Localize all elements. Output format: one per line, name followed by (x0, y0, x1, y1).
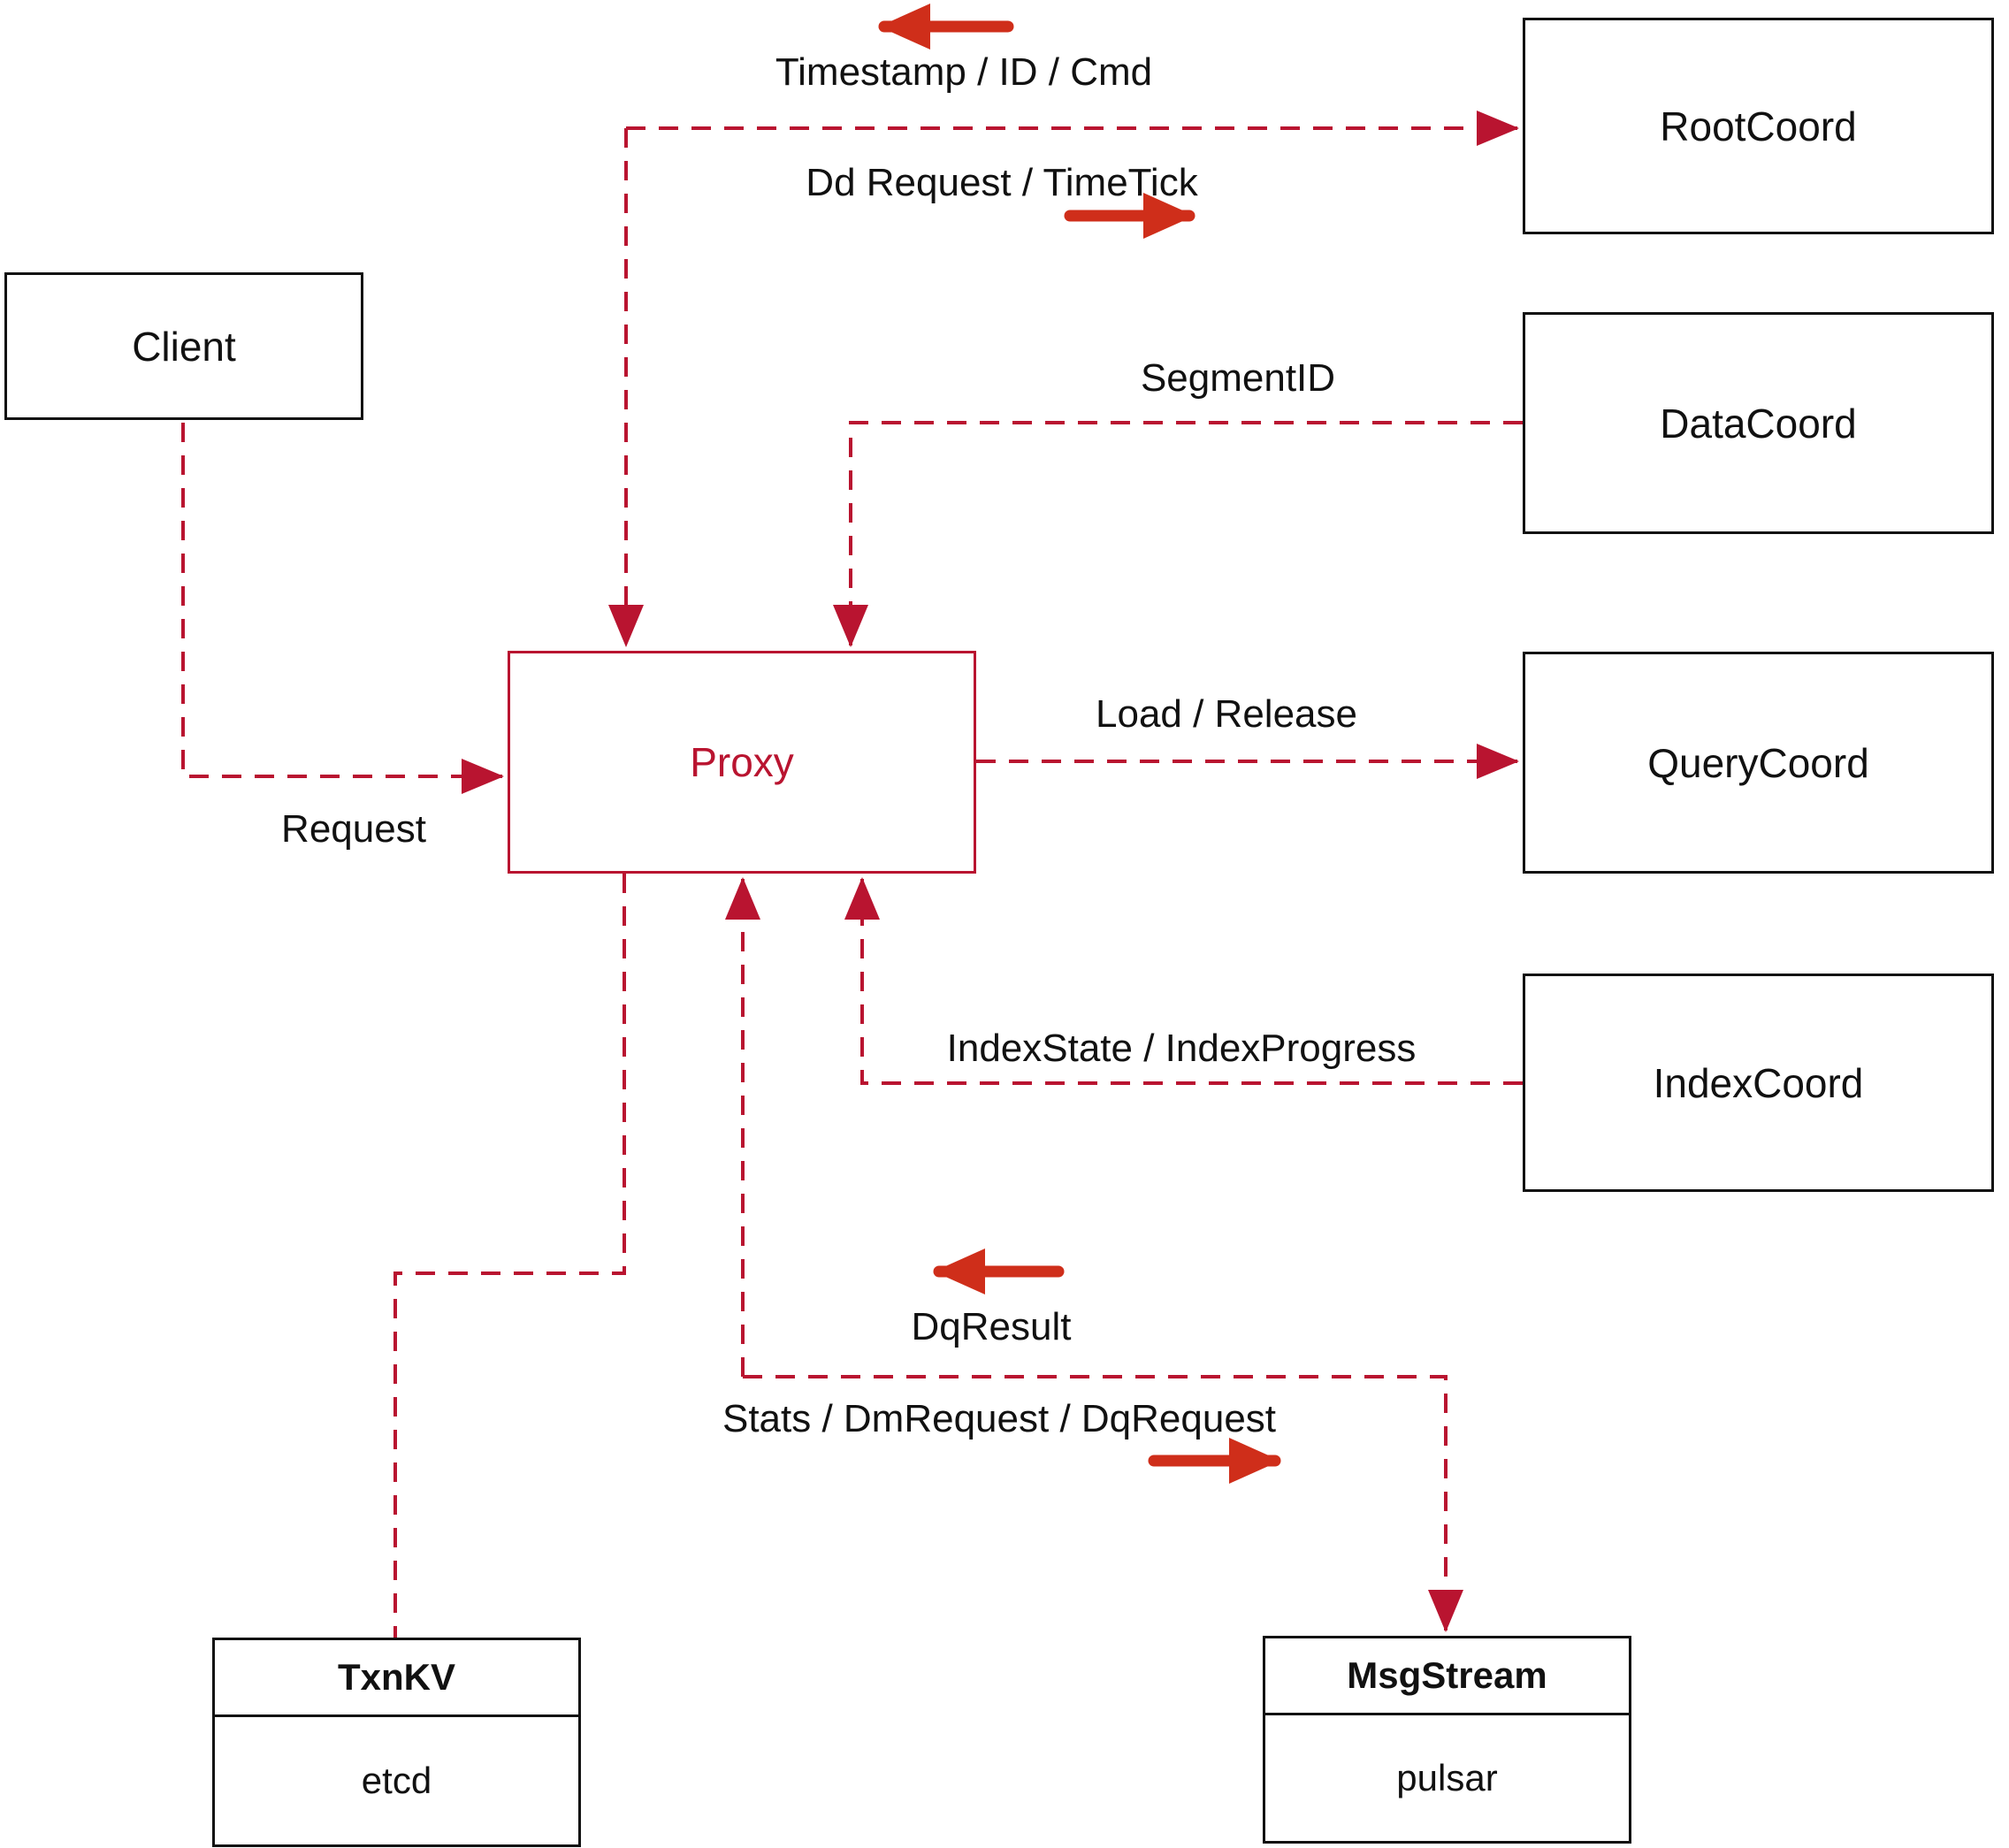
node-client-label: Client (132, 323, 236, 370)
node-indexcoord-label: IndexCoord (1653, 1059, 1864, 1106)
node-msgstream-subtitle: pulsar (1396, 1757, 1498, 1798)
node-indexcoord: IndexCoord (1523, 974, 1994, 1192)
label-load-release: Load / Release (1096, 692, 1357, 736)
node-rootcoord: RootCoord (1523, 18, 1994, 234)
node-txnkv-subtitle: etcd (361, 1760, 432, 1801)
node-msgstream: MsgStream pulsar (1263, 1636, 1631, 1844)
node-querycoord: QueryCoord (1523, 652, 1994, 874)
node-txnkv-title: TxnKV (215, 1640, 578, 1717)
node-txnkv: TxnKV etcd (212, 1638, 581, 1847)
label-request: Request (281, 807, 426, 851)
edge-client-proxy (181, 423, 504, 794)
node-msgstream-title: MsgStream (1265, 1638, 1629, 1715)
node-proxy: Proxy (508, 651, 976, 874)
node-client: Client (4, 272, 363, 420)
label-timestamp-id-cmd: Timestamp / ID / Cmd (775, 50, 1153, 94)
label-dqresult: DqResult (911, 1305, 1072, 1348)
label-stats-dmrequest-dqrequest: Stats / DmRequest / DqRequest (722, 1397, 1277, 1440)
node-datacoord: DataCoord (1523, 312, 1994, 534)
label-segmentid: SegmentID (1140, 356, 1336, 400)
label-indexstate-indexprogress: IndexState / IndexProgress (946, 1027, 1417, 1070)
edge-indexcoord-proxy (844, 877, 1523, 1085)
edge-proxy-txnkv (393, 874, 626, 1638)
node-querycoord-label: QueryCoord (1647, 739, 1869, 786)
node-rootcoord-label: RootCoord (1660, 103, 1857, 149)
node-proxy-label: Proxy (690, 739, 794, 785)
label-dd-request-timetick: Dd Request / TimeTick (806, 161, 1198, 204)
edge-datacoord-proxy (833, 421, 1523, 647)
node-datacoord-label: DataCoord (1660, 400, 1857, 447)
edge-proxy-msgstream-down (743, 1375, 1463, 1632)
